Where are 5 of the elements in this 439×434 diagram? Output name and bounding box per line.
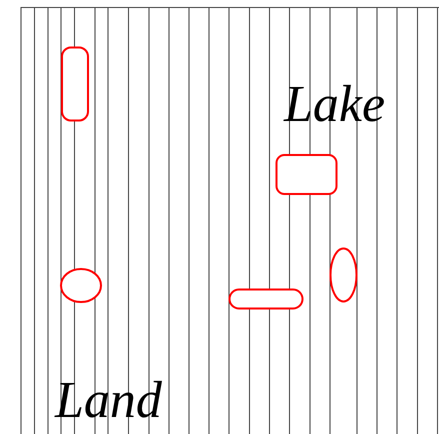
rounded-rectangle — [61, 46, 89, 122]
ellipse — [60, 268, 102, 303]
rounded-rectangle — [228, 288, 304, 310]
rounded-rectangle — [276, 154, 338, 195]
ellipse — [330, 248, 358, 302]
